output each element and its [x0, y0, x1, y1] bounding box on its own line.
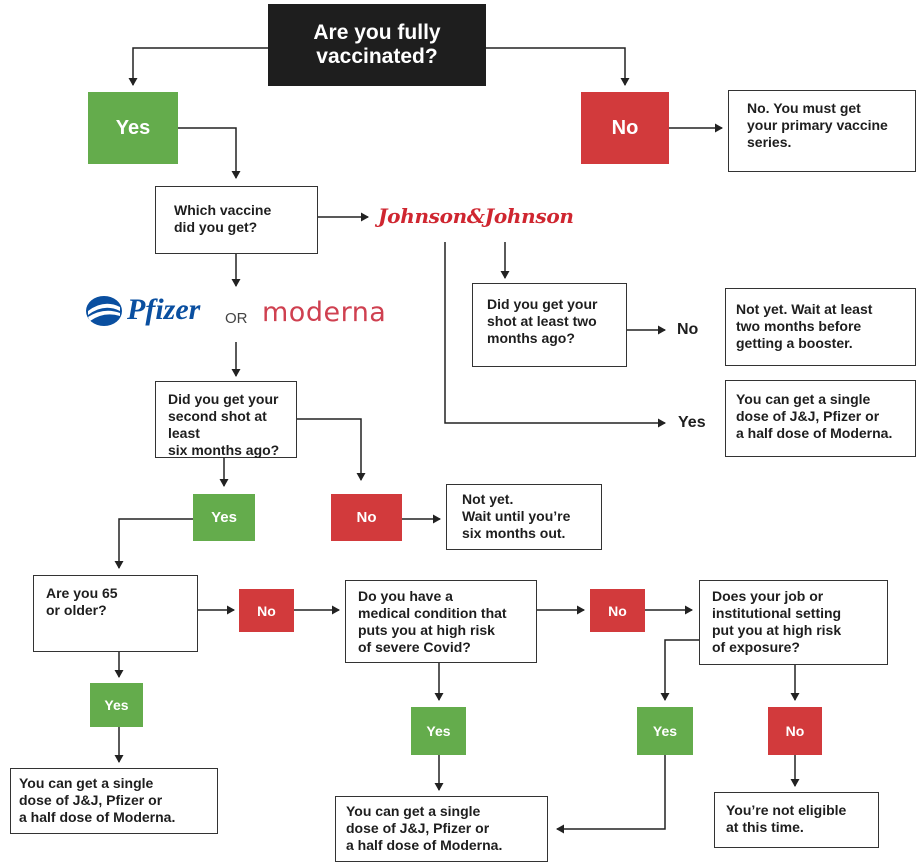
fully-vaccinated-no: No	[581, 92, 669, 164]
connector-job-yes-to-shared-outcome	[556, 755, 666, 834]
connector-yes-to-which	[178, 127, 241, 179]
mrna-yes: Yes	[193, 494, 255, 541]
age-65-question: Are you 65 or older?	[33, 575, 198, 652]
medical-no: No	[590, 589, 645, 632]
jnj-wait-outcome: Not yet. Wait at least two months before…	[725, 288, 916, 366]
pfizer-logo: Pfizer	[84, 293, 214, 331]
age-yes: Yes	[90, 683, 143, 727]
jnj-booster-outcome: You can get a single dose of J&J, Pfizer…	[725, 380, 916, 457]
medical-condition-question: Do you have a medical condition that put…	[345, 580, 537, 663]
start-question: Are you fully vaccinated?	[268, 4, 486, 86]
fully-vaccinated-yes: Yes	[88, 92, 178, 164]
pfizer-swirl-icon	[86, 296, 122, 326]
or-label: OR	[225, 310, 248, 327]
mrna-no: No	[331, 494, 402, 541]
jnj-two-months-question: Did you get your shot at least two month…	[472, 283, 627, 367]
connector-title-to-no	[486, 47, 630, 86]
connector-mrna-yes-to-age	[114, 518, 193, 569]
shared-booster-outcome: You can get a single dose of J&J, Pfizer…	[335, 796, 548, 862]
mrna-wait-outcome: Not yet. Wait until you’re six months ou…	[446, 484, 602, 550]
pfizer-wordmark: Pfizer	[127, 293, 201, 326]
mrna-six-months-question: Did you get your second shot at least si…	[155, 381, 297, 458]
connector-job-to-yes	[660, 639, 707, 701]
job-no: No	[768, 707, 822, 755]
job-yes: Yes	[637, 707, 693, 755]
age-no: No	[239, 589, 294, 632]
medical-yes: Yes	[411, 707, 466, 755]
not-eligible-outcome: You’re not eligible at this time.	[714, 792, 879, 848]
connector-jnj-to-yes	[444, 242, 666, 428]
jnj-no-label: No	[677, 321, 699, 338]
job-exposure-question: Does your job or institutional setting p…	[699, 580, 888, 665]
which-vaccine-question: Which vaccine did you get?	[155, 186, 318, 254]
connector-mrnaq-to-no	[297, 418, 366, 481]
johnson-and-johnson-logo: Johnson&Johnson	[378, 204, 574, 228]
primary-series-outcome: No. You must get your primary vaccine se…	[728, 90, 916, 172]
jnj-yes-label: Yes	[678, 414, 706, 431]
connector-title-to-yes	[128, 47, 268, 86]
moderna-logo: moderna	[262, 297, 387, 328]
age-yes-outcome: You can get a single dose of J&J, Pfizer…	[10, 768, 218, 834]
